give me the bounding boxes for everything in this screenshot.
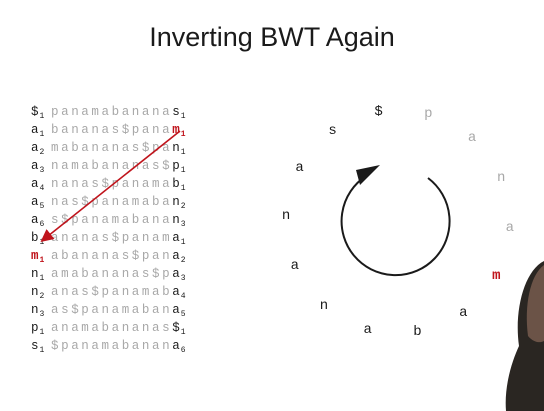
presenter-silhouette — [505, 261, 544, 411]
last-column-char: n3 — [172, 213, 186, 229]
matrix-row: b1 ananas$panama1 — [31, 229, 194, 247]
rotation-middle: abananas$pan — [51, 249, 173, 263]
last-column-char: a5 — [172, 303, 186, 319]
last-column-char: s1 — [172, 105, 186, 121]
ring-char: b — [413, 324, 422, 341]
rotation-middle: ananas$panam — [51, 231, 173, 245]
matrix-row: a1 bananas$panam1 — [31, 121, 194, 139]
last-column-char: b1 — [172, 177, 186, 193]
rotation-middle: anas$panamab — [51, 285, 173, 299]
matrix-row: n1 amabananas$pa3 — [31, 265, 194, 283]
first-column-char: a6 — [31, 213, 45, 229]
first-column-char: $1 — [31, 105, 45, 121]
ring-char: n — [319, 297, 329, 314]
last-column-char: m1 — [172, 123, 186, 139]
rotation-middle: amabananas$p — [51, 267, 173, 281]
first-column-char: a3 — [31, 159, 45, 175]
rotation-middle: panamabanana — [51, 105, 173, 119]
ring-char: n — [497, 170, 506, 187]
ring-char: a — [459, 304, 468, 321]
ring-char: a — [467, 130, 477, 147]
rotation-middle: nas$panamaba — [51, 195, 173, 209]
rotation-middle: mabananas$pa — [51, 141, 173, 155]
ring-char: s — [328, 123, 337, 140]
ring-char: a — [290, 257, 299, 274]
first-column-char: a5 — [31, 195, 45, 211]
matrix-row: s1 $panamabanana6 — [31, 337, 194, 355]
rotation-middle: $panamabanan — [51, 339, 173, 353]
last-column-char: a1 — [172, 231, 186, 247]
matrix-row: $1 panamabananas1 — [31, 103, 194, 121]
slide-title: Inverting BWT Again — [149, 22, 395, 52]
rotation-middle: bananas$pana — [51, 123, 173, 137]
first-column-char: n2 — [31, 285, 45, 301]
matrix-row: n2 anas$panamaba4 — [31, 283, 194, 301]
first-column-char: b1 — [31, 231, 45, 247]
matrix-row: a6 s$panamabanan3 — [31, 211, 194, 229]
rotation-middle: s$panamabana — [51, 213, 173, 227]
matrix-row: a5 nas$panamaban2 — [31, 193, 194, 211]
rotation-middle: nanas$panama — [51, 177, 173, 191]
last-column-char: n2 — [172, 195, 186, 211]
matrix-row: p1 anamabananas$1 — [31, 319, 194, 337]
rotation-middle: anamabananas — [51, 321, 173, 335]
ring-char: p — [424, 106, 433, 123]
first-column-char: n3 — [31, 303, 45, 319]
last-column-char: a6 — [172, 339, 186, 355]
first-column-char: s1 — [31, 339, 45, 355]
matrix-row: n3 as$panamabana5 — [31, 301, 194, 319]
matrix-row: a3 namabananas$p1 — [31, 157, 194, 175]
last-column-char: a3 — [172, 267, 186, 283]
rotation-middle: as$panamaban — [51, 303, 173, 317]
first-column-char: n1 — [31, 267, 45, 283]
ring-char: $ — [374, 103, 383, 120]
first-column-char: a1 — [31, 123, 45, 139]
matrix-row: a2 mabananas$pan1 — [31, 139, 194, 157]
first-column-char: a2 — [31, 141, 45, 157]
first-column-char: m1 — [31, 249, 45, 265]
last-column-char: a2 — [172, 249, 186, 265]
first-column-char: a4 — [31, 177, 45, 193]
last-column-char: $1 — [172, 321, 186, 337]
rotation-middle: namabananas$ — [51, 159, 173, 173]
last-column-char: n1 — [172, 141, 186, 157]
ring-char: n — [281, 208, 291, 225]
ring-char: a — [295, 160, 304, 177]
ring-char: m — [492, 267, 501, 284]
first-column-char: p1 — [31, 321, 45, 337]
last-column-char: a4 — [172, 285, 186, 301]
ring-char: a — [363, 321, 372, 338]
ring-char: a — [505, 219, 515, 236]
cycle-arrowhead — [356, 165, 380, 185]
last-column-char: p1 — [172, 159, 186, 175]
cycle-arrow-circle — [340, 175, 451, 277]
matrix-row: m1 abananas$pana2 — [31, 247, 194, 265]
matrix-row: a4 nanas$panamab1 — [31, 175, 194, 193]
